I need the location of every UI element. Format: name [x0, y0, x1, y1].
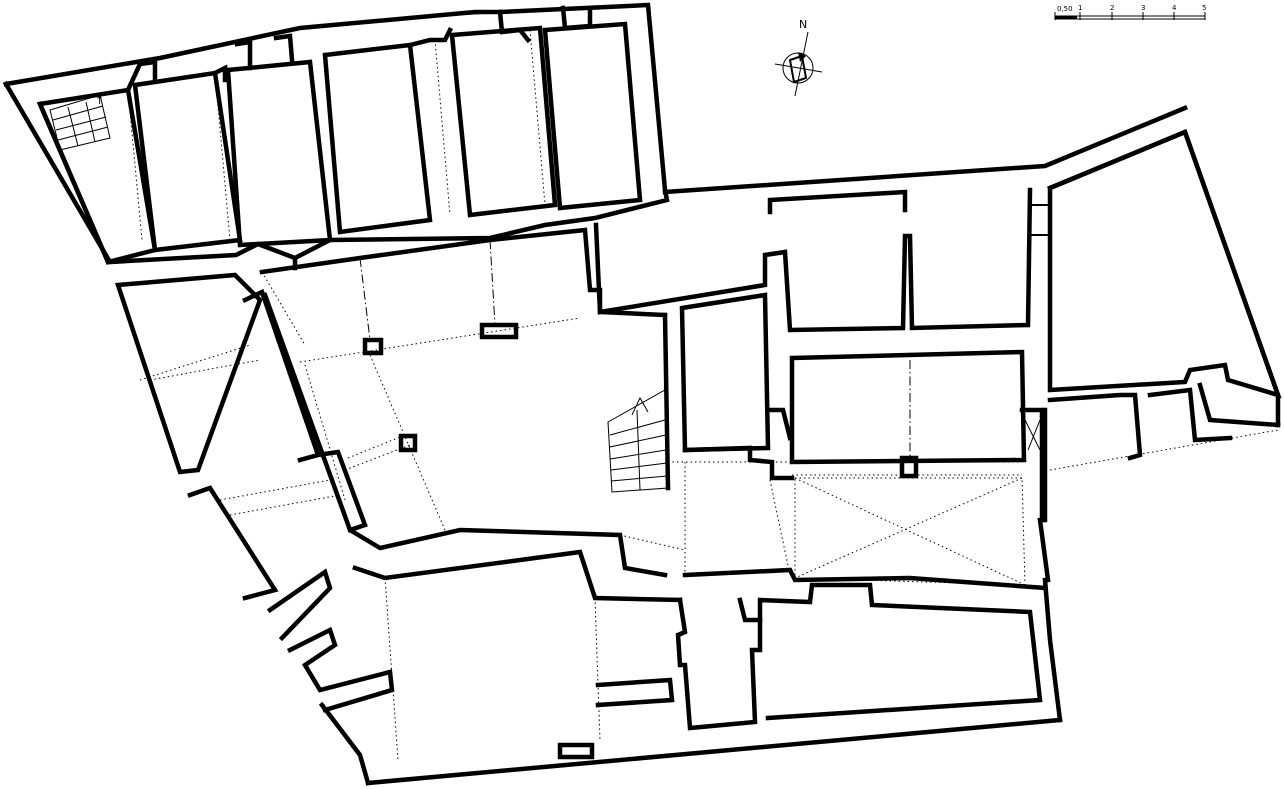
- scale-tick-label: 4: [1172, 4, 1177, 12]
- south-rooms: [557, 582, 1043, 760]
- scale-tick-label: 0,50: [1057, 5, 1073, 13]
- scale-tick-label: 3: [1141, 4, 1145, 12]
- central-stair: [607, 389, 669, 493]
- west-wing: [114, 272, 395, 786]
- north-arrow: N: [774, 18, 823, 97]
- scale-tick-label: 5: [1202, 4, 1206, 12]
- central-court: [262, 292, 686, 761]
- scale-tick-label: 2: [1110, 4, 1114, 12]
- scale-tick-label: 1: [1078, 4, 1082, 12]
- scale-bar: 0,50 1 2 3 4 5: [1054, 4, 1206, 20]
- cross-vault: [794, 477, 1026, 586]
- nw-stair: ↑: [49, 94, 111, 151]
- far-east-wing: [1030, 129, 1282, 523]
- east-rooms: [593, 187, 1051, 591]
- central-north-rooms: [259, 227, 668, 363]
- nw-stair-arrow: ↑: [95, 94, 104, 107]
- north-label: N: [799, 18, 807, 31]
- nw-wing-rooms: [36, 5, 643, 265]
